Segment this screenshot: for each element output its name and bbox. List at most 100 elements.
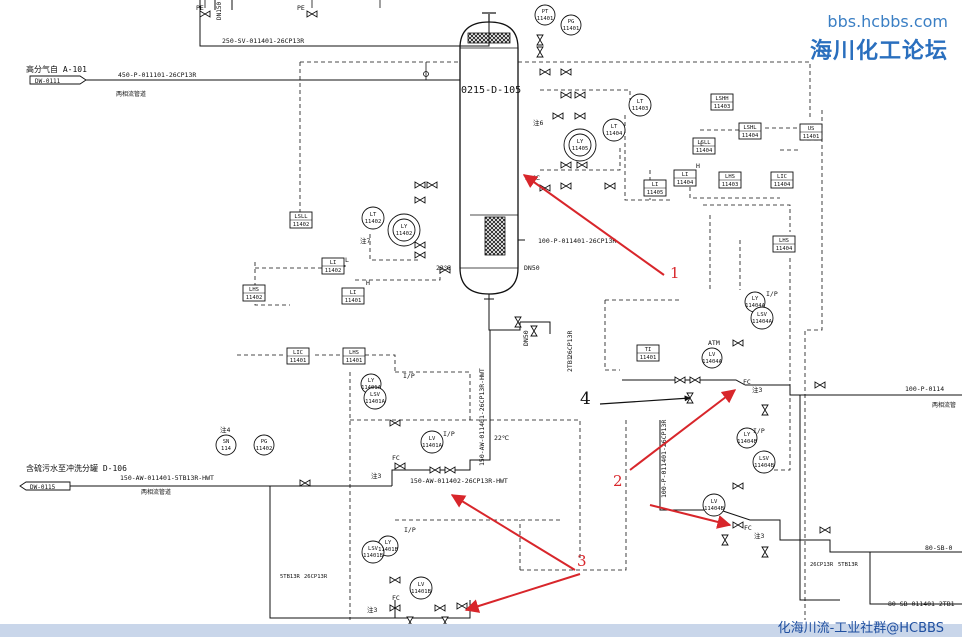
svg-text:LV: LV (429, 436, 436, 442)
dn-vertical-label: DN50 (522, 330, 530, 346)
svg-text:TI: TI (645, 347, 652, 353)
svg-text:LSLL: LSLL (697, 140, 711, 146)
svg-text:11401: 11401 (537, 16, 554, 22)
svg-text:LT: LT (370, 212, 377, 218)
svg-text:LT: LT (637, 99, 644, 105)
svg-text:LI: LI (652, 182, 659, 188)
svg-text:LIC: LIC (777, 174, 787, 180)
svg-text:11401A: 11401A (361, 385, 382, 391)
svg-text:FC: FC (392, 454, 400, 462)
packing-bed (484, 216, 506, 256)
svg-text:LY: LY (401, 224, 408, 230)
aw-main-line-no: 150-AW-011401-5TB13R-HWT (120, 474, 214, 482)
right-note: 两相流管 (932, 401, 956, 409)
svg-text:LSHL: LSHL (743, 125, 757, 131)
inlet-note: 两相流管道 (116, 90, 146, 98)
svg-text:注7: 注7 (360, 236, 371, 245)
svg-text:11401B: 11401B (411, 589, 432, 595)
svg-text:11403: 11403 (722, 182, 739, 188)
svg-text:LSLL: LSLL (294, 214, 308, 220)
svg-text:22℃: 22℃ (494, 434, 510, 442)
svg-text:LY: LY (385, 540, 392, 546)
svg-text:11401: 11401 (345, 298, 362, 304)
sewer-title: 含硫污水至冲洗分罐 D-106 (26, 463, 127, 473)
aw-branch-line-no: 150-AW-011402-26CP13R-HWT (410, 477, 508, 485)
svg-text:FC: FC (392, 594, 400, 602)
sb-b-line-no: 80-SB-011401-2TB1 (888, 600, 955, 608)
svg-text:11404: 11404 (696, 148, 713, 154)
signal-lines (237, 61, 823, 620)
callout-numbers: 1 2 3 4 (577, 264, 680, 570)
svg-text:LV: LV (711, 499, 718, 505)
svg-text:PG: PG (261, 439, 268, 445)
svg-text:FC: FC (743, 378, 751, 386)
vessel-tag: 0215-D-105 (461, 85, 521, 96)
svg-text:11401B: 11401B (378, 547, 399, 553)
svg-text:LI: LI (330, 260, 337, 266)
svg-text:I/P: I/P (766, 290, 778, 298)
svg-text:PT: PT (542, 9, 549, 15)
footer-credit: 化海川流-工业社群@HCBBS (777, 621, 944, 636)
right-out-line-no: 100-P-0114 (905, 385, 944, 393)
svg-text:I/P: I/P (753, 427, 765, 435)
svg-text:注3: 注3 (754, 531, 765, 540)
svg-text:LHS: LHS (249, 287, 259, 293)
svg-text:11404: 11404 (742, 133, 759, 139)
outlet-line-no: 100-P-011401-26CP13R (538, 237, 616, 245)
inlet-box: DW-0111 (35, 78, 61, 85)
svg-text:LT: LT (611, 124, 618, 130)
svg-text:11404B: 11404B (754, 463, 775, 469)
sewer-box: DW-0115 (30, 484, 56, 491)
svg-text:I/P: I/P (443, 430, 455, 438)
svg-text:L: L (700, 140, 704, 148)
svg-text:LV: LV (709, 352, 716, 358)
callout-2-arrow-a (629, 389, 737, 471)
svg-text:H: H (696, 162, 700, 170)
svg-text:1: 1 (670, 264, 680, 282)
svg-text:114: 114 (221, 446, 232, 452)
svg-text:11402: 11402 (293, 222, 310, 228)
svg-text:11404: 11404 (774, 182, 791, 188)
svg-text:11401A: 11401A (422, 443, 443, 449)
sewer-note: 两相流管道 (141, 488, 171, 496)
svg-text:LHS: LHS (349, 350, 359, 356)
svg-text:LHS: LHS (779, 238, 789, 244)
spec-c-label: 26CP13R (810, 562, 834, 568)
svg-text:注3: 注3 (367, 605, 378, 614)
svg-text:11401A: 11401A (365, 399, 386, 405)
footer-bar: 化海川流-工业社群@HCBBS (0, 621, 962, 637)
svg-text:LSV: LSV (757, 312, 768, 318)
callout-1-arrow (522, 174, 665, 276)
svg-text:LY: LY (577, 139, 584, 145)
svg-text:11402: 11402 (256, 446, 273, 452)
svg-text:11403: 11403 (714, 104, 731, 110)
aw-vertical-line-no: 150-AW-011401-26CP13R-HWT (478, 368, 486, 466)
top-sv-line-no: 250-SV-011401-26CP13R (222, 37, 304, 45)
svg-text:LSV: LSV (370, 392, 381, 398)
svg-text:LHS: LHS (725, 174, 735, 180)
svg-text:11404: 11404 (677, 180, 694, 186)
callout-arrows (450, 174, 737, 613)
svg-text:11401B: 11401B (363, 553, 384, 559)
spec-b-label: 26CP13R (304, 574, 328, 580)
svg-text:11402: 11402 (365, 219, 382, 225)
svg-text:I/P: I/P (403, 372, 415, 380)
svg-text:LY: LY (368, 378, 375, 384)
svg-text:注3: 注3 (371, 471, 382, 480)
vessel-d105 (459, 12, 519, 320)
instrument-boxes (242, 93, 823, 365)
svg-text:LY: LY (744, 432, 751, 438)
p-vertical-line-no: 100-P-011401-26CP13R (660, 420, 668, 498)
spec-d-label: 5TB13R (838, 562, 859, 568)
svg-text:11403: 11403 (632, 106, 649, 112)
svg-text:DN50: DN50 (524, 264, 540, 272)
watermark: bbs.hcbbs.com 海川化工论坛 (810, 12, 948, 65)
svg-text:LIC: LIC (293, 350, 303, 356)
svg-text:11401: 11401 (640, 355, 657, 361)
watermark-url: bbs.hcbbs.com (827, 12, 948, 31)
svg-text:11402: 11402 (246, 295, 263, 301)
svg-text:LI: LI (350, 290, 357, 296)
svg-text:LI: LI (682, 172, 689, 178)
